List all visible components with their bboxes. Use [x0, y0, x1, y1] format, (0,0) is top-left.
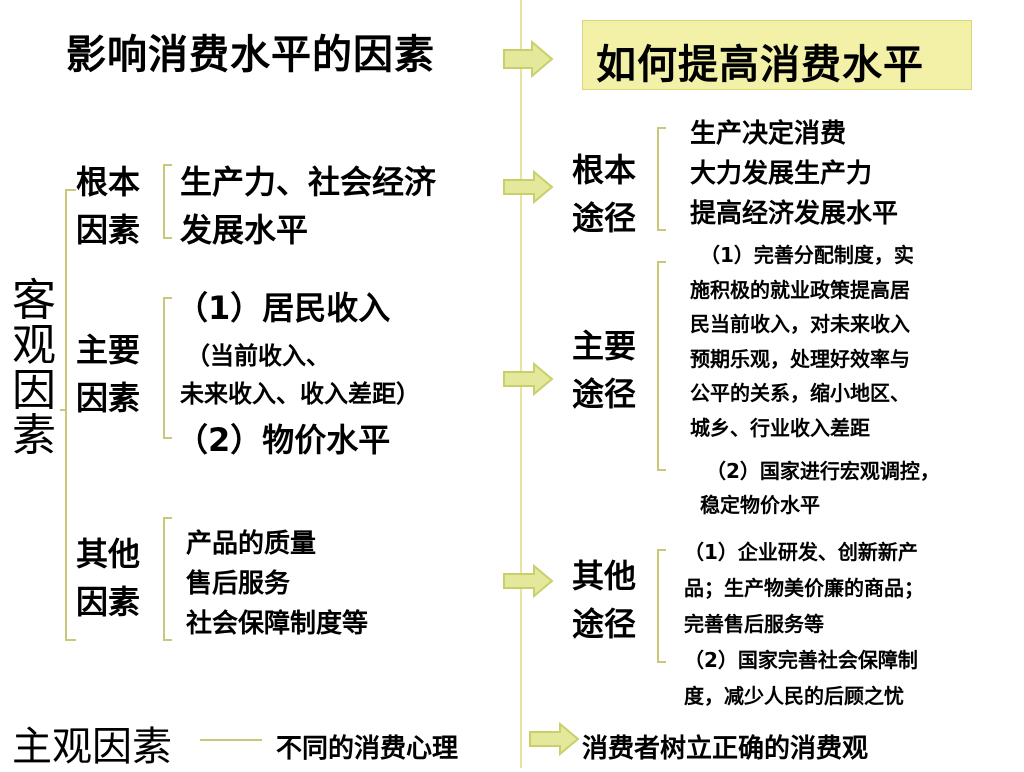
left-qita-label: 其他 因素 [76, 535, 141, 621]
bottom-left-text: 不同的消费心理 [276, 734, 459, 764]
left-genben-label: 根本 因素 [76, 163, 141, 249]
right-genben-label: 根本 途径 [572, 151, 637, 237]
right-zhuyao-label: 主要 途径 [572, 327, 637, 413]
right-zhuyao-content-2: （2）国家进行宏观调控， 稳定物价水平 [700, 459, 940, 517]
title-right-box [582, 20, 972, 90]
objective-factors-label: 客观因素 [12, 275, 56, 461]
left-zhuyao-sub2: 未来收入、收入差距） [180, 380, 420, 408]
subjective-factors-label: 主观因素 [12, 724, 172, 770]
right-qita-content: （1）企业研发、创新新产 品；生产物美价廉的商品； 完善售后服务等 （2）国家完… [684, 540, 924, 708]
title-left: 影响消费水平的因素 [66, 32, 435, 78]
arrow-bottom [529, 722, 580, 756]
bottom-right-text: 消费者树立正确的消费观 [582, 734, 869, 764]
left-qita-content: 产品的质量 售后服务 社会保障制度等 [186, 529, 369, 639]
arrow-title [503, 40, 554, 78]
title-right: 如何提高消费水平 [596, 42, 924, 88]
left-zhuyao-sub1: （当前收入、 [186, 342, 330, 370]
arrow-genben [503, 170, 554, 204]
left-zhuyao-item2: （2）物价水平 [176, 421, 391, 459]
right-zhuyao-content-1: （1）完善分配制度，实 施积极的就业政策提高居 民当前收入，对未来收入 预期乐观… [690, 243, 914, 440]
left-zhuyao-label: 主要 因素 [76, 331, 141, 417]
arrow-zhuyao [503, 362, 554, 396]
left-zhuyao-item1: （1）居民收入 [176, 289, 391, 327]
right-genben-content: 生产决定消费 大力发展生产力 提高经济发展水平 [690, 119, 899, 229]
right-qita-label: 其他 途径 [572, 557, 637, 643]
left-genben-content: 生产力、社会经济 发展水平 [180, 163, 437, 249]
arrow-qita [503, 564, 554, 598]
